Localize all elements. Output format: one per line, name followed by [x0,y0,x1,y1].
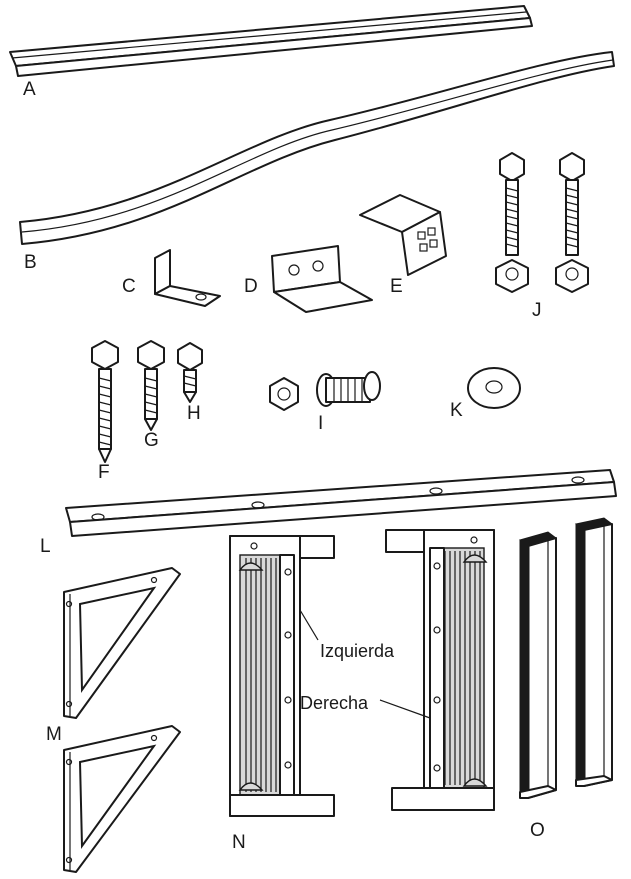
part-b-curved-bar [19,51,615,245]
part-h-screw [177,342,203,403]
callout-derecha: Derecha [300,693,369,713]
part-n-left-guide [229,535,335,817]
part-m-bracket-bottom [63,725,181,873]
label-b: B [24,252,37,273]
part-a-rail [9,5,533,77]
part-j-bolts [495,152,589,293]
label-o: O [530,820,545,841]
label-f: F [98,462,110,483]
part-g-screw [137,340,165,431]
label-i: I [318,413,323,434]
part-k-washer [467,367,521,409]
izquierda-leader [299,609,319,641]
part-c-bracket [154,249,221,307]
derecha-leader [379,699,431,719]
callout-izquierda: Izquierda [320,641,395,661]
label-a: A [23,79,36,100]
label-j: J [532,300,542,321]
label-h: H [187,403,201,424]
part-e-plate [359,194,447,276]
label-e: E [390,276,403,297]
label-g: G [144,430,159,451]
part-i-nut-bolt [269,371,381,411]
part-o-channel-right [574,517,614,787]
label-d: D [244,276,258,297]
label-c: C [122,276,136,297]
part-o-channel-left [518,531,558,799]
label-m: M [46,724,62,745]
part-m-bracket-top [63,567,181,719]
label-k: K [450,400,463,421]
label-l: L [40,536,51,557]
part-f-screw [91,340,119,463]
part-n-right-guide [385,529,495,811]
part-l-rail [65,469,617,537]
part-d-bracket [271,245,373,313]
label-n: N [232,832,246,853]
